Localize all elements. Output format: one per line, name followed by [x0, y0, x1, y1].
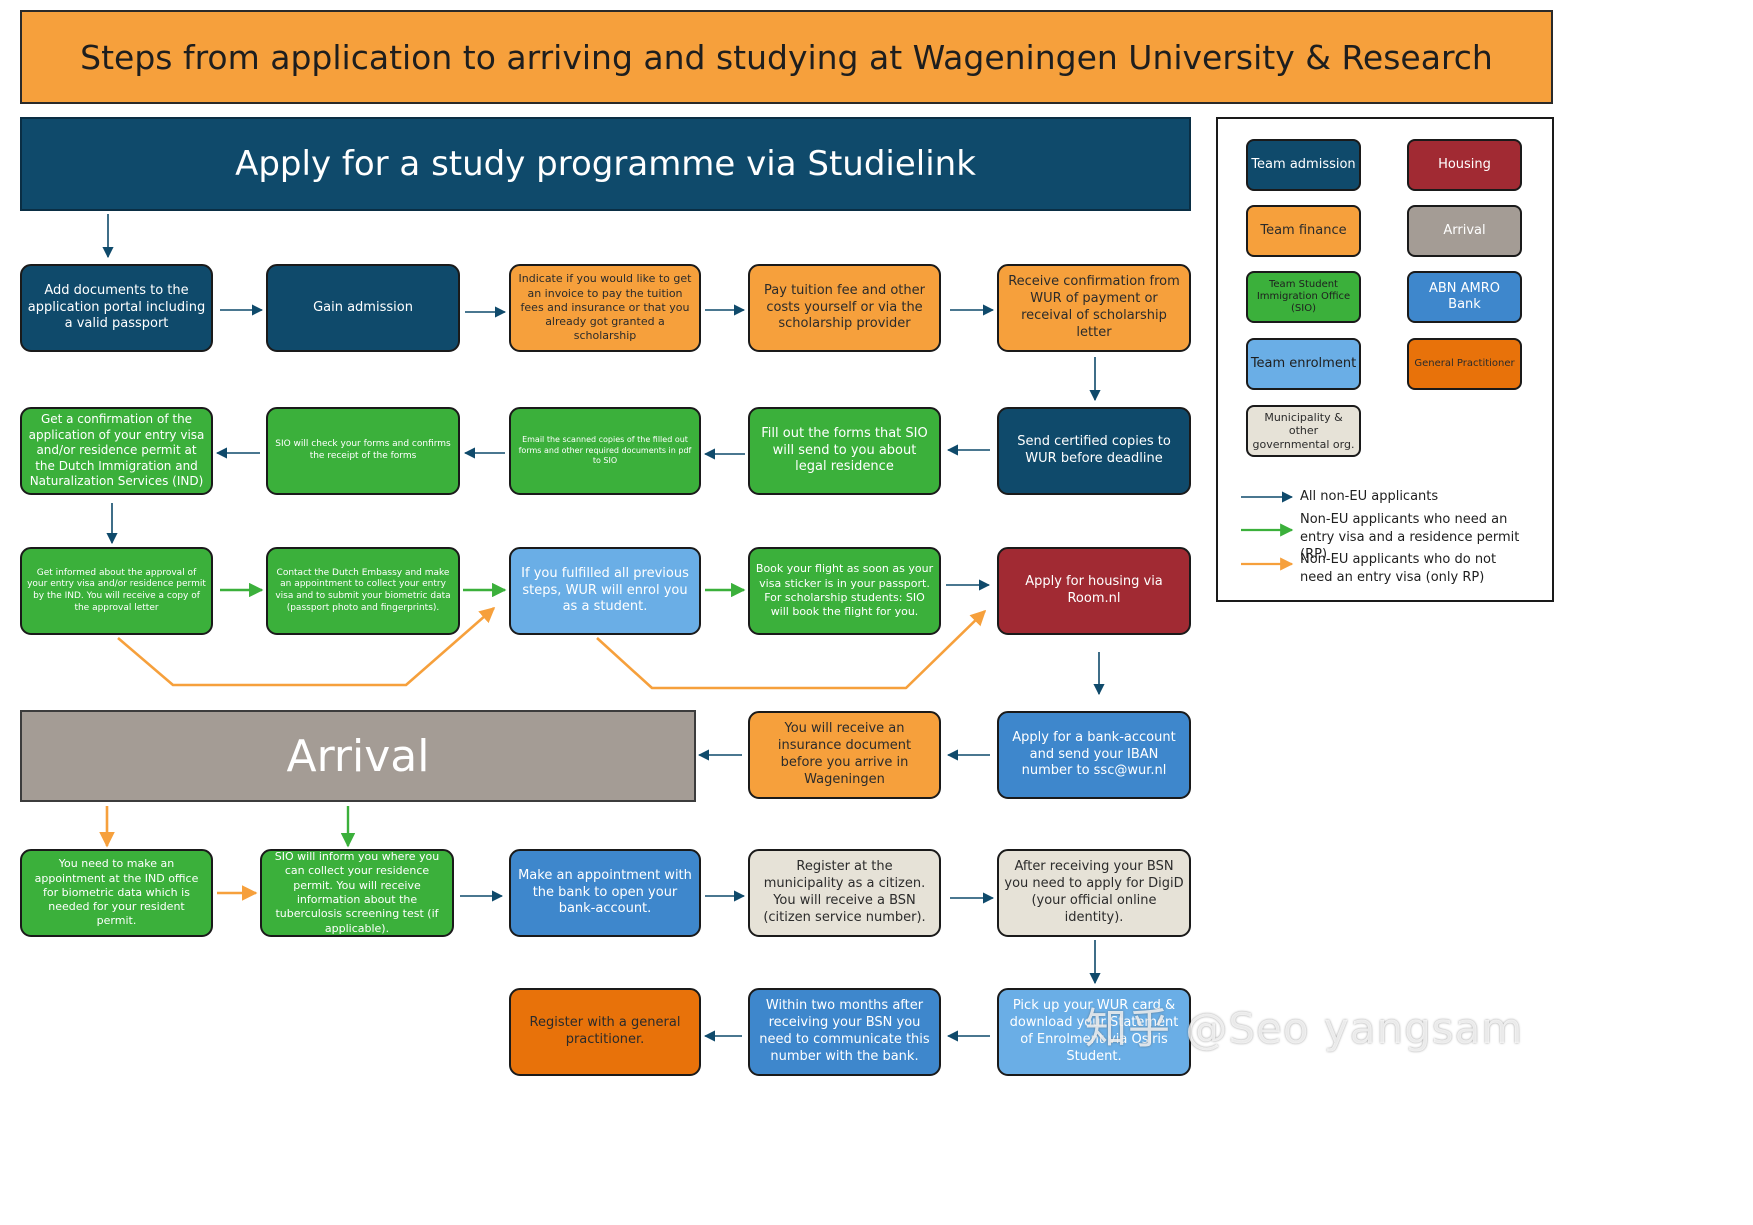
- legend-team-sio: Team Student Immigration Office (SIO): [1246, 271, 1361, 323]
- legend: Team admission Housing Team finance Arri…: [1216, 117, 1554, 602]
- legend-team-enrolment: Team enrolment: [1246, 338, 1361, 390]
- step-receive-confirmation: Receive confirmation from WUR of payment…: [997, 264, 1191, 352]
- watermark: 知乎 @Seo yangsam: [1085, 1004, 1524, 1053]
- step-sio-inform: SIO will inform you where you can collec…: [260, 849, 454, 937]
- step-email-scanned: Email the scanned copies of the filled o…: [509, 407, 701, 495]
- step-register-municipality: Register at the municipality as a citize…: [748, 849, 941, 937]
- legend-team-sio-text: Team Student Immigration Office (SIO): [1256, 279, 1351, 314]
- page-title: Steps from application to arriving and s…: [80, 37, 1493, 77]
- step-enrol-student: If you fulfilled all previous steps, WUR…: [509, 547, 701, 635]
- step-add-documents: Add documents to the application portal …: [20, 264, 213, 352]
- step-add-documents-text: Add documents to the application portal …: [27, 282, 206, 332]
- step-insurance-doc: You will receive an insurance document b…: [748, 711, 941, 799]
- legend-key-no-visa: Non-EU applicants who do not need an ent…: [1300, 552, 1497, 585]
- step-book-flight-text: Book your flight as soon as your visa st…: [755, 562, 934, 619]
- step-gain-admission: Gain admission: [266, 264, 460, 352]
- step-receive-confirmation-text: Receive confirmation from WUR of payment…: [1008, 274, 1180, 340]
- step-ind-appointment-text: You need to make an appointment at the I…: [34, 857, 199, 928]
- legend-arrival: Arrival: [1407, 205, 1522, 257]
- step-sio-check-text: SIO will check your forms and confirms t…: [275, 439, 451, 461]
- step-apply-housing-text: Apply for housing via Room.nl: [1025, 574, 1163, 606]
- step-bsn-bank: Within two months after receiving your B…: [748, 988, 941, 1076]
- step-bank-appointment: Make an appointment with the bank to ope…: [509, 849, 701, 937]
- step-enrol-student-text: If you fulfilled all previous steps, WUR…: [521, 565, 689, 615]
- legend-housing-text: Housing: [1438, 157, 1491, 173]
- legend-team-finance-text: Team finance: [1260, 223, 1347, 239]
- step-apply-housing: Apply for housing via Room.nl: [997, 547, 1191, 635]
- step-digid-text: After receiving your BSN you need to app…: [1004, 859, 1184, 925]
- step-send-certified-text: Send certified copies to WUR before dead…: [1017, 434, 1171, 466]
- step-ind-appointment: You need to make an appointment at the I…: [20, 849, 213, 937]
- legend-municipality: Municipality & other governmental org.: [1246, 405, 1361, 457]
- apply-studielink-banner: Apply for a study programme via Studieli…: [20, 117, 1191, 211]
- step-register-gp: Register with a general practitioner.: [509, 988, 701, 1076]
- step-get-confirmation-text: Get a confirmation of the application of…: [28, 412, 205, 489]
- step-contact-embassy-text: Contact the Dutch Embassy and make an ap…: [275, 567, 451, 613]
- legend-team-admission-text: Team admission: [1251, 157, 1356, 173]
- step-bank-appointment-text: Make an appointment with the bank to ope…: [518, 867, 692, 917]
- legend-team-finance: Team finance: [1246, 205, 1361, 257]
- step-digid: After receiving your BSN you need to app…: [997, 849, 1191, 937]
- step-indicate-invoice: Indicate if you would like to get an inv…: [509, 264, 701, 352]
- step-get-informed: Get informed about the approval of your …: [20, 547, 213, 635]
- step-bsn-bank-text: Within two months after receiving your B…: [759, 998, 930, 1064]
- step-indicate-invoice-text: Indicate if you would like to get an inv…: [518, 272, 692, 343]
- legend-key-entry-visa: Non-EU applicants who need an entry visa…: [1300, 512, 1520, 563]
- step-sio-inform-text: SIO will inform you where you can collec…: [274, 850, 440, 935]
- step-contact-embassy: Contact the Dutch Embassy and make an ap…: [266, 547, 460, 635]
- step-register-municipality-text: Register at the municipality as a citize…: [763, 859, 926, 925]
- legend-key-all-non-eu: All non-EU applicants: [1300, 489, 1439, 504]
- step-bank-account: Apply for a bank-account and send your I…: [997, 711, 1191, 799]
- step-get-informed-text: Get informed about the approval of your …: [27, 567, 206, 613]
- legend-abn-amro: ABN AMRO Bank: [1407, 271, 1522, 323]
- step-pick-up-card: Pick up your WUR card & download your St…: [997, 988, 1191, 1076]
- legend-housing: Housing: [1407, 139, 1522, 191]
- step-bank-account-text: Apply for a bank-account and send your I…: [1012, 729, 1176, 779]
- step-insurance-doc-text: You will receive an insurance document b…: [777, 721, 912, 787]
- step-pick-up-card-text: Pick up your WUR card & download your St…: [1009, 998, 1179, 1064]
- legend-abn-amro-text: ABN AMRO Bank: [1428, 281, 1501, 312]
- arrival-banner-label: Arrival: [286, 730, 430, 782]
- arrow-informed-to-enrol-orange: [117, 606, 496, 687]
- apply-banner-label: Apply for a study programme via Studieli…: [235, 144, 976, 184]
- step-pay-tuition-text: Pay tuition fee and other costs yourself…: [764, 282, 925, 332]
- arrow-enrol-to-housing-orange: [596, 609, 987, 690]
- step-send-certified: Send certified copies to WUR before dead…: [997, 407, 1191, 495]
- flow-arrows: [99, 214, 1105, 1042]
- step-fill-out-forms-text: Fill out the forms that SIO will send to…: [761, 425, 928, 475]
- legend-team-admission: Team admission: [1246, 139, 1361, 191]
- step-book-flight: Book your flight as soon as your visa st…: [748, 547, 941, 635]
- legend-team-enrolment-text: Team enrolment: [1250, 356, 1357, 372]
- title-banner: Steps from application to arriving and s…: [20, 10, 1553, 104]
- legend-general-practitioner: General Practitioner: [1407, 338, 1522, 390]
- legend-municipality-text: Municipality & other governmental org.: [1252, 411, 1355, 451]
- legend-arrival-text: Arrival: [1443, 223, 1486, 239]
- arrival-banner: Arrival: [20, 710, 696, 802]
- step-pay-tuition: Pay tuition fee and other costs yourself…: [748, 264, 941, 352]
- step-sio-check: SIO will check your forms and confirms t…: [266, 407, 460, 495]
- legend-arrow-keys: [1241, 491, 1294, 571]
- step-fill-out-forms: Fill out the forms that SIO will send to…: [748, 407, 941, 495]
- legend-general-practitioner-text: General Practitioner: [1414, 358, 1515, 369]
- step-gain-admission-text: Gain admission: [313, 299, 413, 315]
- step-register-gp-text: Register with a general practitioner.: [529, 1015, 681, 1047]
- step-get-confirmation: Get a confirmation of the application of…: [20, 407, 213, 495]
- step-email-scanned-text: Email the scanned copies of the filled o…: [518, 435, 692, 466]
